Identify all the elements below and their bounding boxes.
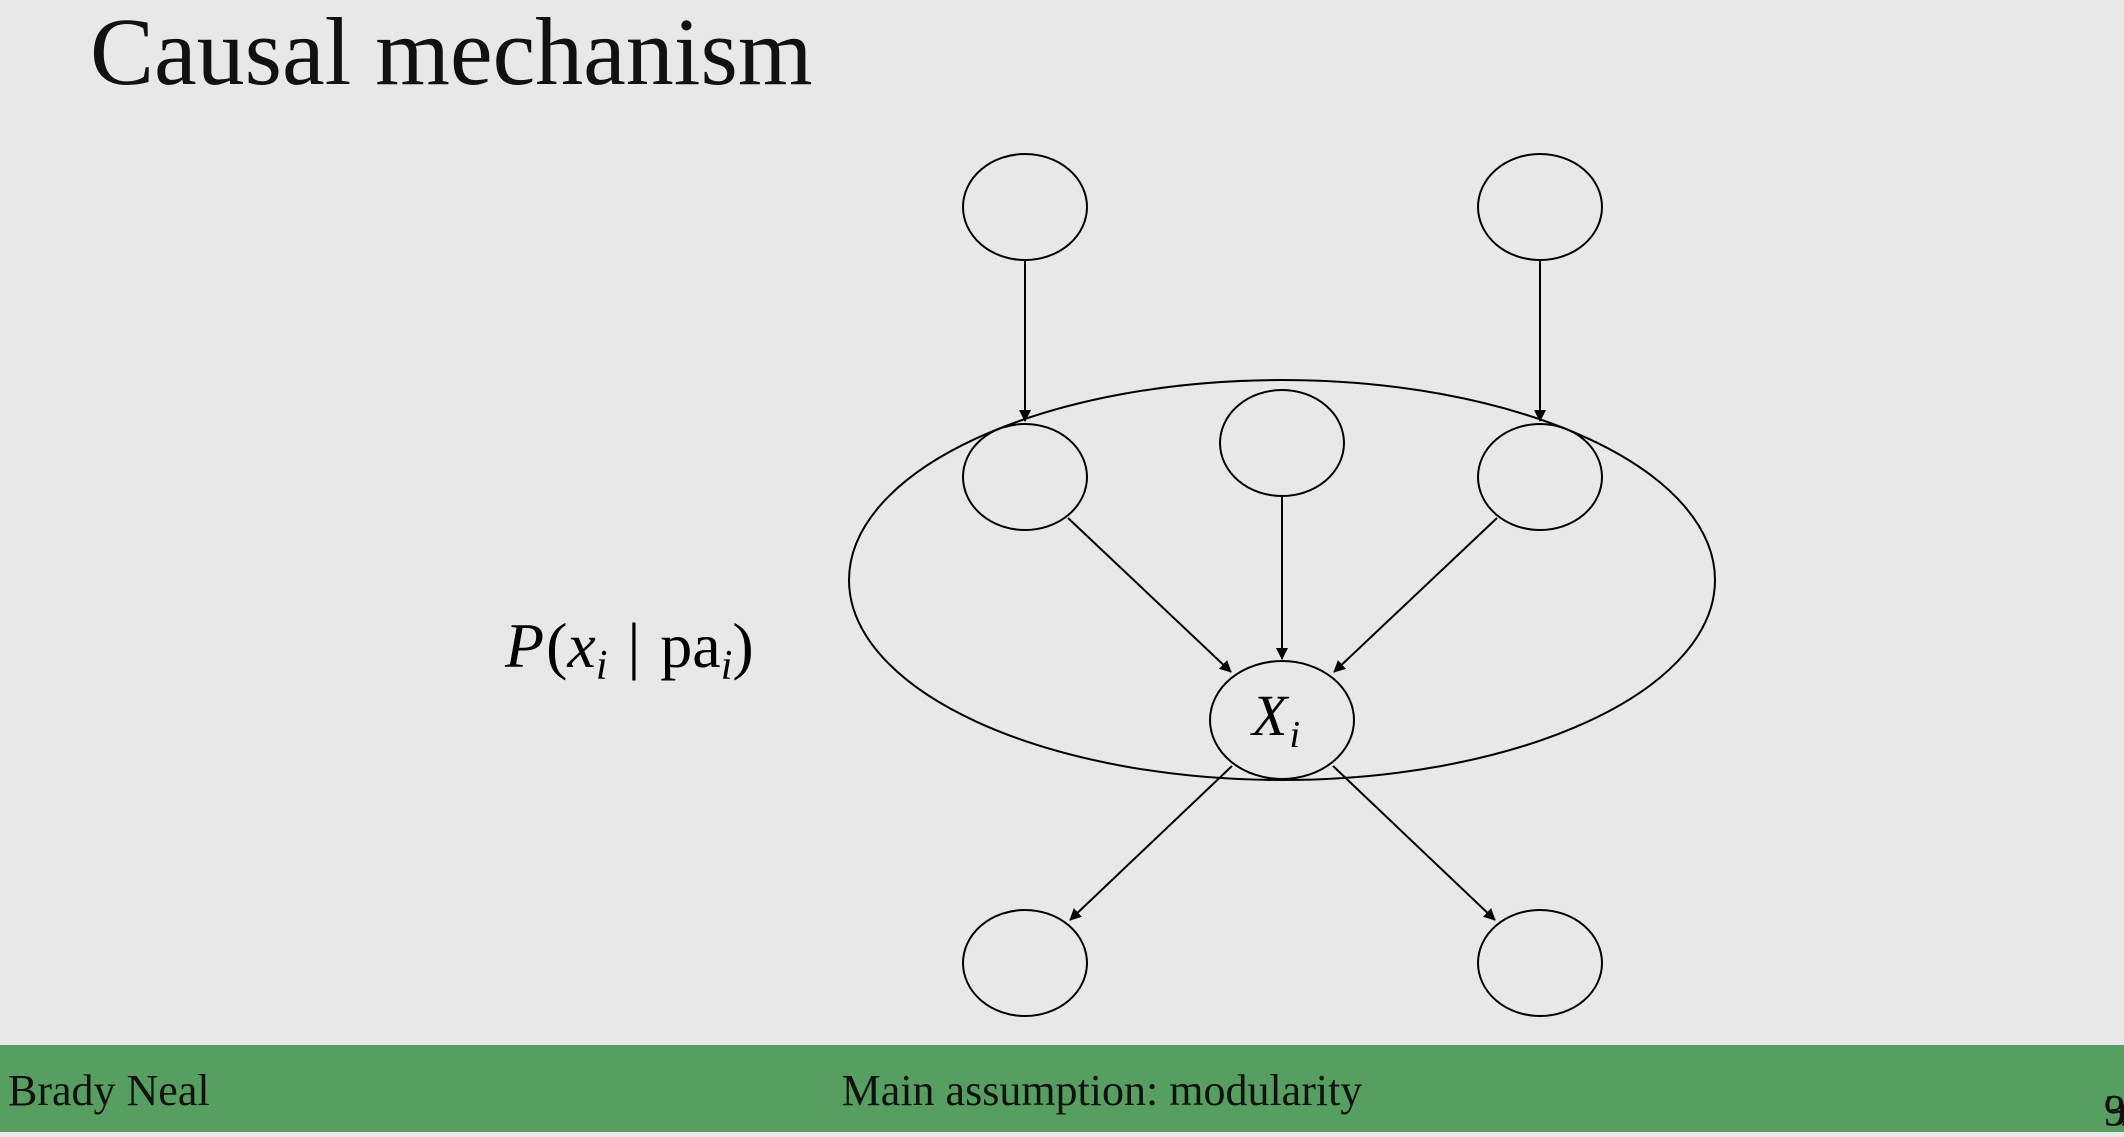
grandparent-node-right [1477,153,1603,261]
footer-author: Brady Neal [8,1066,210,1115]
child-node-right [1477,909,1603,1017]
edge-parent-right-to-center [1333,517,1498,673]
center-node-label: Xi [1250,683,1300,756]
center-node [1209,660,1355,780]
edge-center-to-child-right [1332,765,1496,921]
parent-node-center [1219,389,1345,497]
grandparent-node-left [962,153,1088,261]
slide-title: Causal mechanism [90,0,813,105]
page-total: 38 [2104,1086,2124,1135]
child-node-left [962,909,1088,1017]
parent-node-right [1477,423,1603,531]
parent-node-left [962,423,1088,531]
footer-bar: Brady Neal Main assumption: modularity 9… [0,1045,2124,1135]
edge-parent-left-to-center [1067,517,1232,673]
causal-graph-diagram: Xi P(xi|pai) [504,153,1716,1017]
page-current: 9 [2104,1086,2124,1135]
page-separator: / [2122,1085,2124,1137]
edge-center-to-child-left [1069,765,1233,921]
mechanism-formula: P(xi|pai) [504,610,754,689]
footer-section-title: Main assumption: modularity [841,1066,1363,1115]
